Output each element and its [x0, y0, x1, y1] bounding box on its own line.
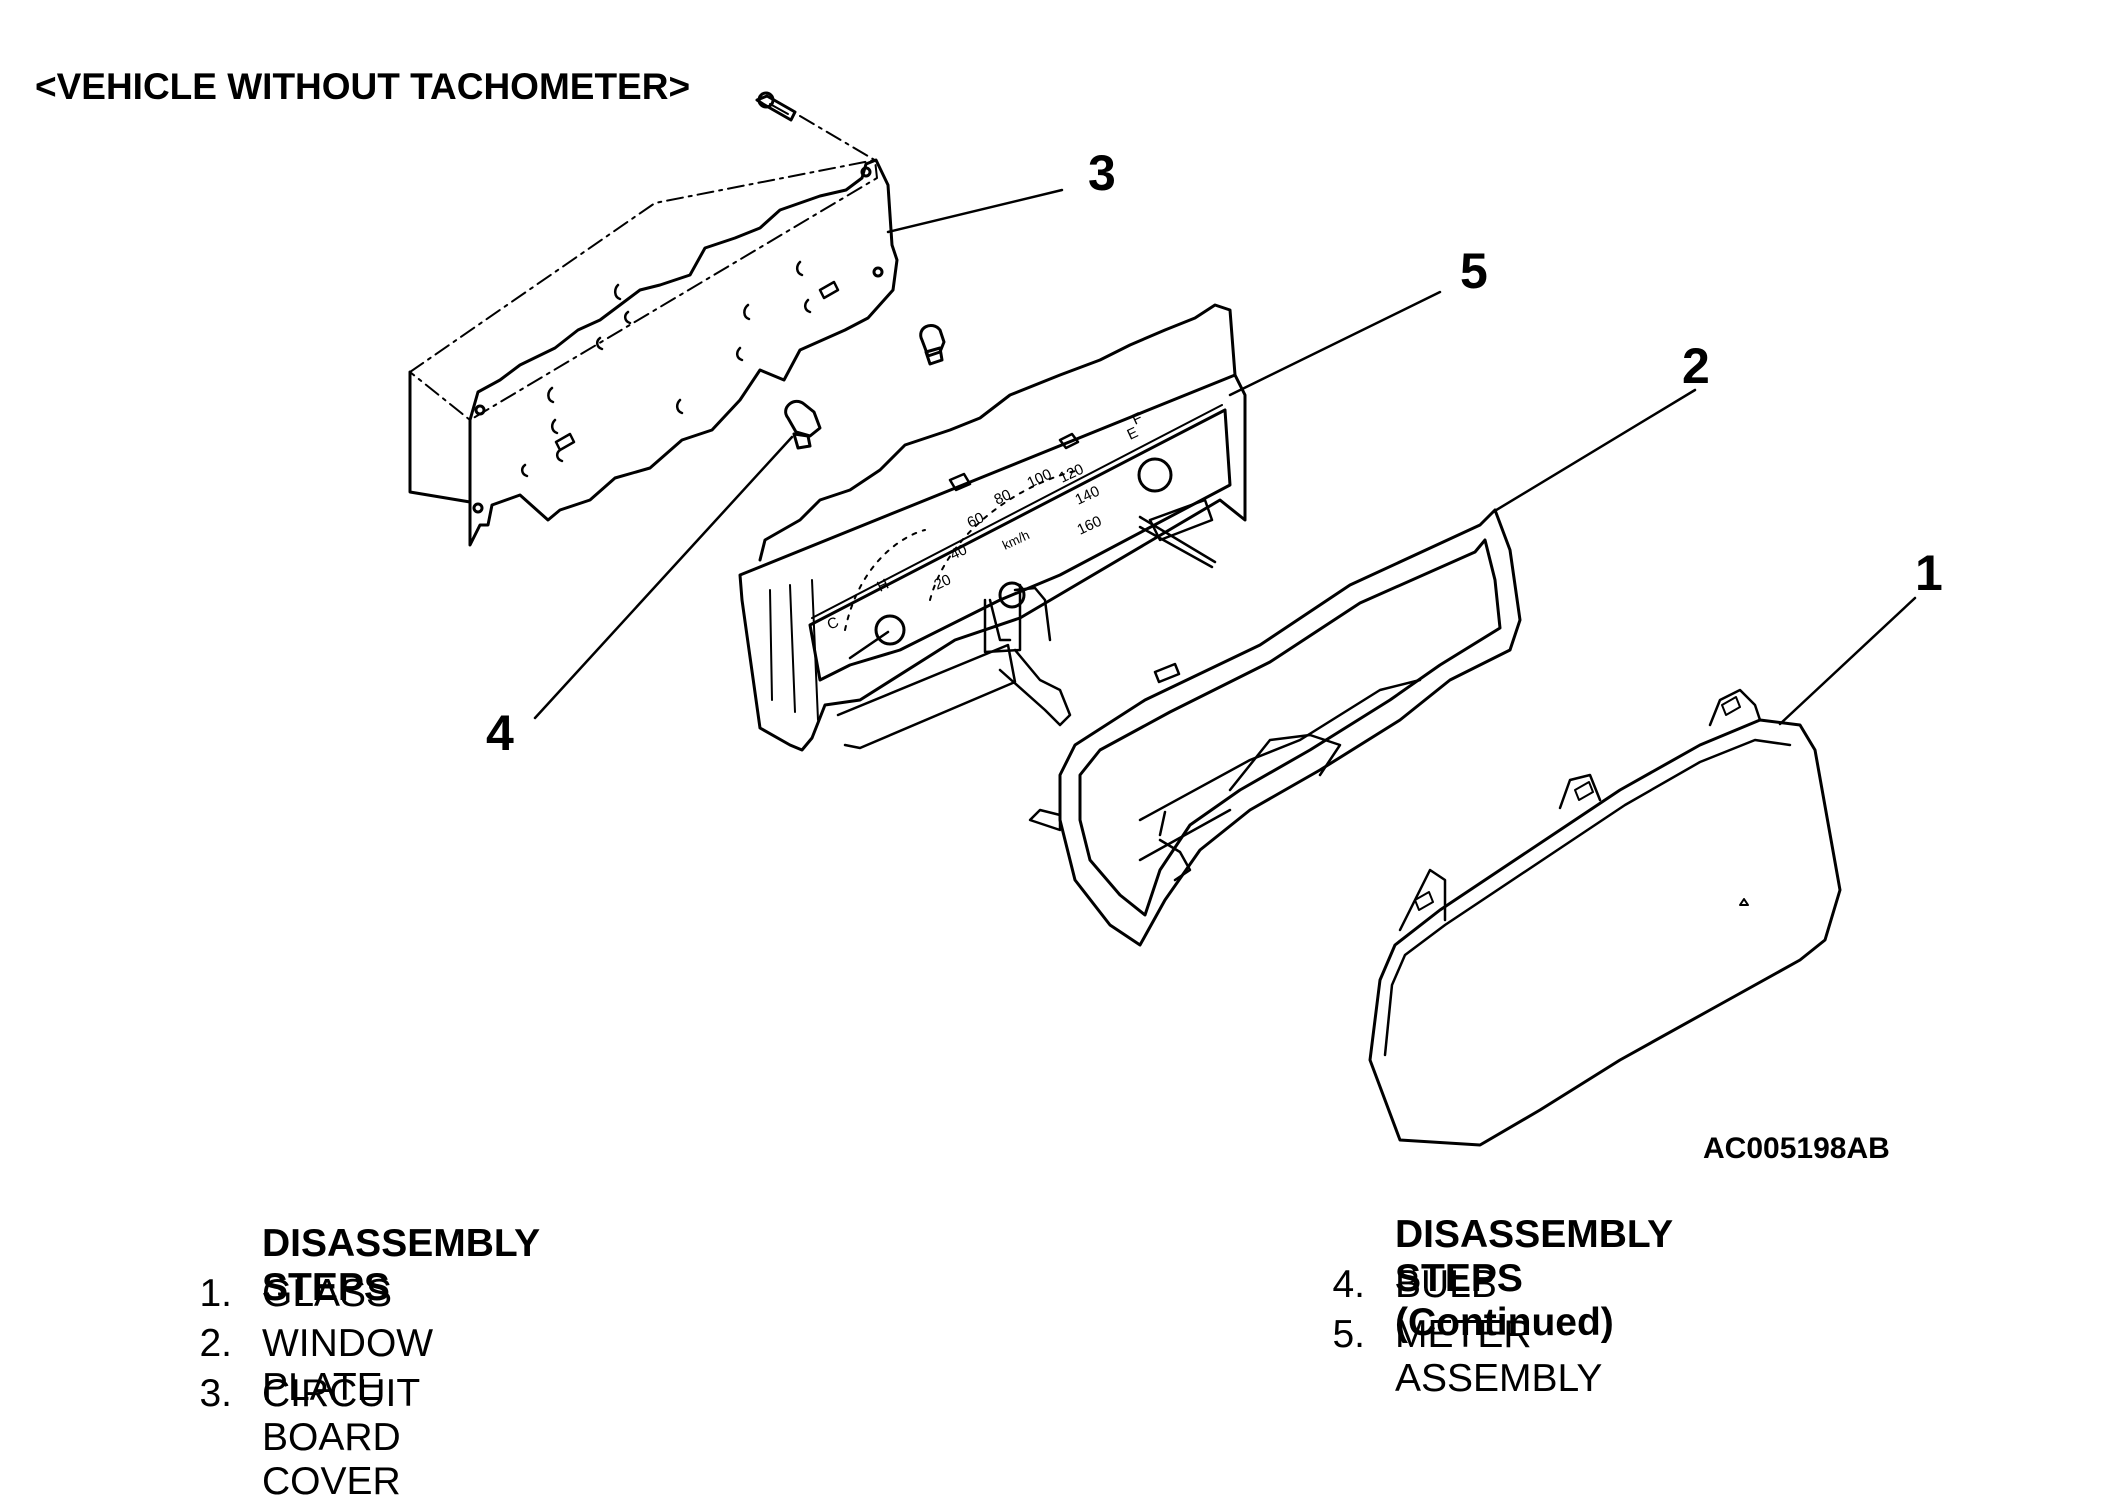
callout-2: 2: [1682, 338, 1710, 394]
callout-4: 4: [486, 705, 514, 761]
screw: [755, 91, 797, 122]
screw-axis: [799, 115, 879, 163]
dial-label-kmh: km/h: [1000, 527, 1032, 553]
dial-label-160: 160: [1075, 513, 1105, 539]
callout-numbers: 1 2 3 4 5: [486, 145, 1943, 761]
leader-lines: [533, 188, 1917, 726]
dial-label-20: 20: [932, 571, 954, 593]
bulb: [784, 324, 946, 450]
callout-3: 3: [1088, 145, 1116, 201]
figure-code: AC005198AB: [1703, 1132, 1890, 1165]
dial-label-100: 100: [1025, 466, 1055, 492]
callout-1: 1: [1915, 545, 1943, 601]
callout-5: 5: [1460, 243, 1488, 299]
circuit-board-cover: [408, 158, 899, 547]
glass: [1368, 688, 1842, 1147]
meter-assembly: [738, 303, 1247, 752]
dial-label-60: 60: [965, 509, 987, 531]
diagram-title: <VEHICLE WITHOUT TACHOMETER>: [35, 66, 691, 107]
window-plate: [1028, 508, 1522, 947]
dial-label-c: C: [825, 614, 842, 634]
dial-label-40: 40: [948, 541, 970, 563]
dial-label-80: 80: [992, 486, 1014, 508]
